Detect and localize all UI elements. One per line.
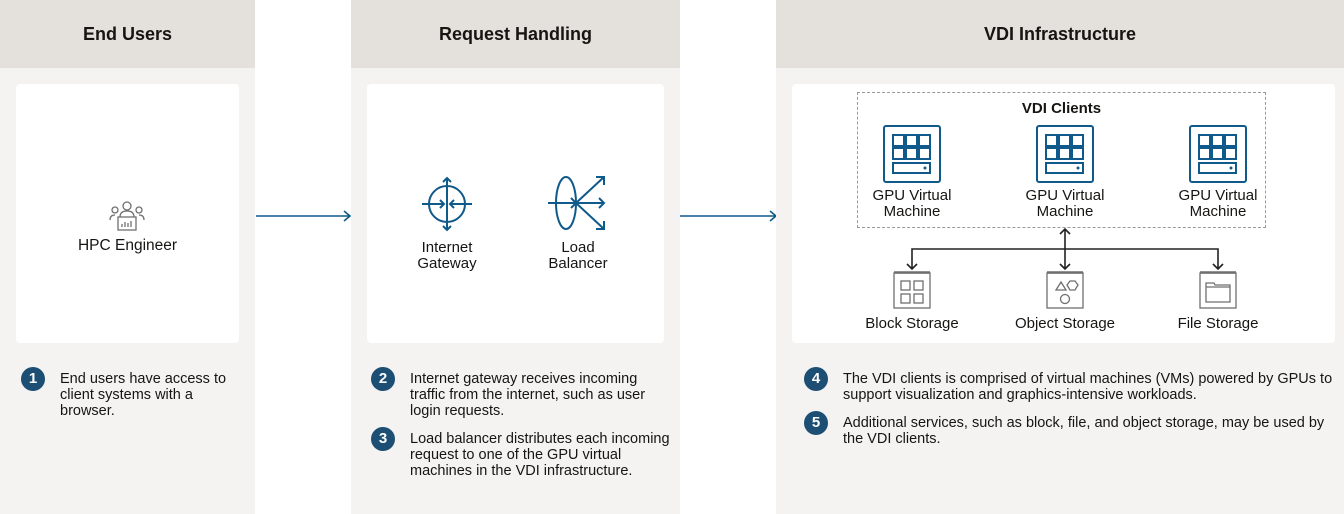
internet-gateway-icon <box>422 176 472 232</box>
request-handling-card: Internet Gateway Load Balancer <box>367 84 664 343</box>
gpu-vm-label: GPU Virtual Machine <box>872 187 952 220</box>
engineer-icon <box>109 201 145 231</box>
flow-arrow <box>680 210 778 222</box>
storage-connectors <box>906 227 1224 271</box>
step-text: End users have access to client systems … <box>60 371 227 419</box>
block-storage-icon <box>893 271 931 309</box>
storage-label: Object Storage <box>1014 315 1116 332</box>
column-vdi-infrastructure: VDI Infrastructure VDI Clients GPU Virtu… <box>776 0 1344 514</box>
step-badge: 5 <box>804 411 828 435</box>
end-users-card: HPC Engineer <box>16 84 239 343</box>
column-title: End Users <box>0 0 255 68</box>
step-5: 5 Additional services, such as block, fi… <box>804 411 1334 447</box>
step-badge: 2 <box>371 367 395 391</box>
gpu-vm-label: GPU Virtual Machine <box>1178 187 1258 220</box>
step-3: 3 Load balancer distributes each incomin… <box>371 427 671 479</box>
vdi-card: VDI Clients GPU Virtual Machine GPU Virt… <box>792 84 1335 343</box>
column-request-handling: Request Handling Internet Gateway Load B… <box>351 0 680 514</box>
flow-arrow <box>256 210 352 222</box>
step-text: Internet gateway receives incoming traff… <box>410 371 646 419</box>
step-text: The VDI clients is comprised of virtual … <box>843 371 1333 403</box>
gpu-vm-icon <box>1189 125 1247 183</box>
storage-label: File Storage <box>1177 315 1259 332</box>
step-text: Load balancer distributes each incoming … <box>410 431 670 479</box>
step-2: 2 Internet gateway receives incoming tra… <box>371 367 671 419</box>
file-storage-icon <box>1199 271 1237 309</box>
step-text: Additional services, such as block, file… <box>843 415 1325 447</box>
vdi-clients-title: VDI Clients <box>1021 100 1102 117</box>
object-storage-icon <box>1046 271 1084 309</box>
vdi-clients-group: VDI Clients <box>857 92 1266 228</box>
gpu-vm-icon <box>883 125 941 183</box>
hpc-engineer-label: HPC Engineer <box>77 237 178 254</box>
column-end-users: End Users HPC Engineer 1 End users have … <box>0 0 255 514</box>
column-title: Request Handling <box>351 0 680 68</box>
column-title: VDI Infrastructure <box>776 0 1344 68</box>
gpu-vm-icon <box>1036 125 1094 183</box>
step-1: 1 End users have access to client system… <box>21 367 246 419</box>
step-4: 4 The VDI clients is comprised of virtua… <box>804 367 1334 403</box>
load-balancer-label: Load Balancer <box>548 239 608 272</box>
step-badge: 1 <box>21 367 45 391</box>
storage-label: Block Storage <box>865 315 959 332</box>
load-balancer-icon <box>548 176 606 230</box>
step-badge: 4 <box>804 367 828 391</box>
internet-gateway-label: Internet Gateway <box>417 239 477 272</box>
gpu-vm-label: GPU Virtual Machine <box>1025 187 1105 220</box>
step-badge: 3 <box>371 427 395 451</box>
